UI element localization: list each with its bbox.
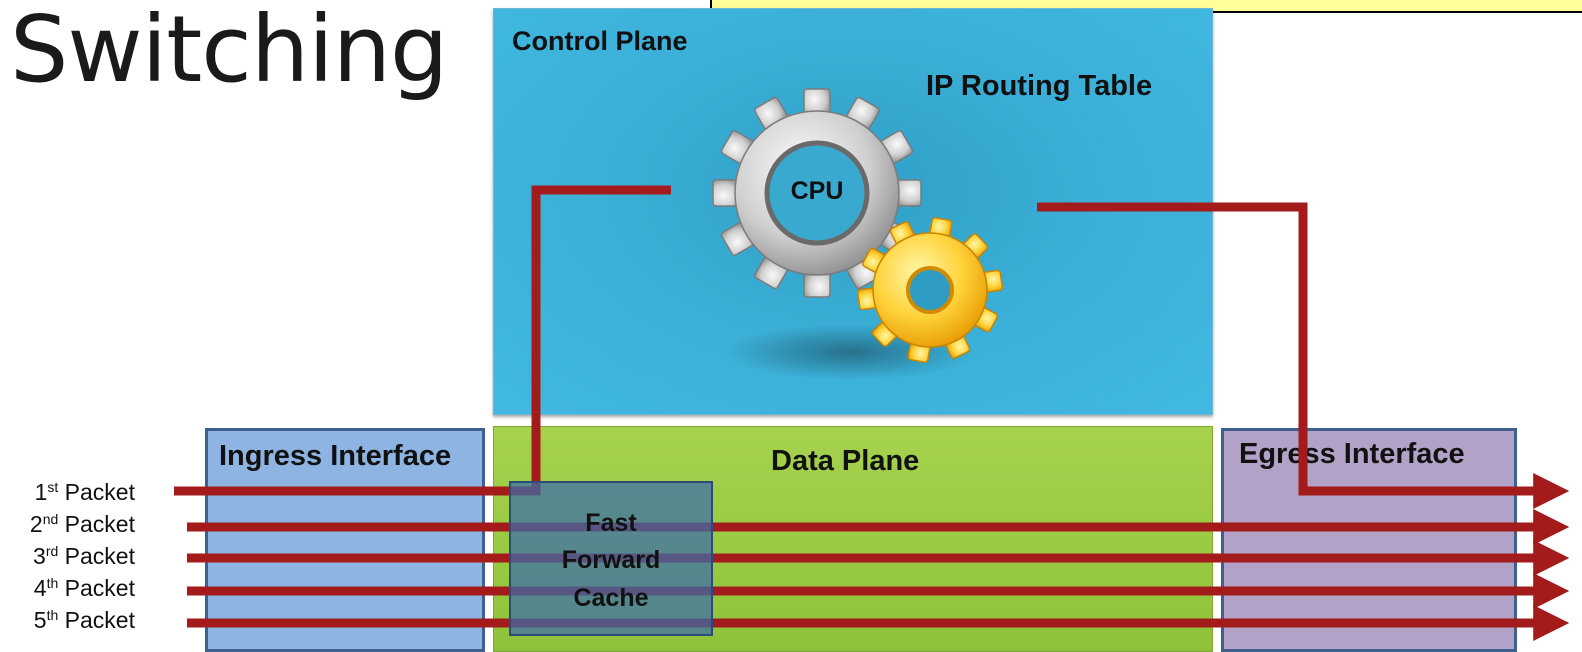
data-plane-label: Data Plane <box>771 445 920 477</box>
control-plane-label: Control Plane <box>512 26 688 56</box>
cache-label-line2: Forward <box>561 546 661 574</box>
first-packet-path-to-egress <box>1037 202 1570 509</box>
cache-label-line1: Fast <box>585 509 637 537</box>
ingress-interface-box <box>205 428 485 652</box>
packet-label-2: 2nd Packet <box>29 511 135 537</box>
packet-label-1: 1st Packet <box>34 479 135 505</box>
first-packet-path-to-cpu <box>174 185 671 496</box>
fast-forward-cache <box>509 481 713 636</box>
packet-label-3: 3rd Packet <box>33 543 135 569</box>
cache-label-line3: Cache <box>573 584 649 612</box>
egress-interface-box <box>1221 428 1517 652</box>
cpu-label: CPU <box>790 177 844 205</box>
egress-interface-label: Egress Interface <box>1239 438 1465 470</box>
packet-label-4: 4th Packet <box>33 575 135 601</box>
small-gear-icon <box>856 217 1004 363</box>
packet-label-5: 5th Packet <box>33 607 135 633</box>
ingress-interface-label: Ingress Interface <box>219 440 452 472</box>
slide-title: Switching <box>10 0 448 103</box>
routing-table-label: IP Routing Table <box>926 70 1153 102</box>
